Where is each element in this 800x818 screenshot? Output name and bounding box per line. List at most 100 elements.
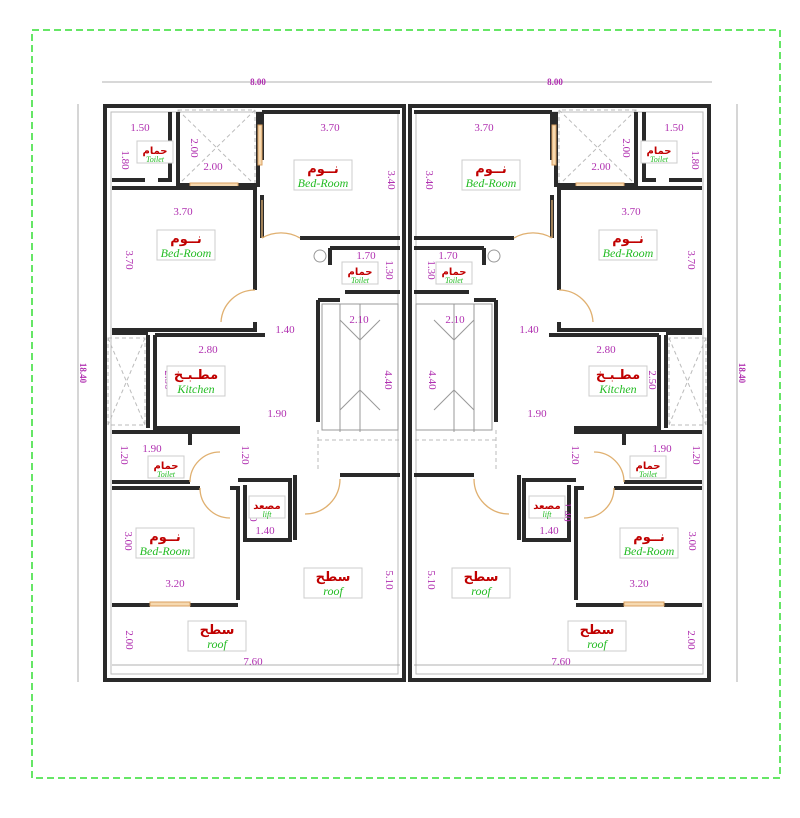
dimension-label: 2.00 [620,138,632,158]
roof-label-box [451,567,511,599]
dimension-label: 1.20 [118,445,130,465]
toilet-label-box [147,455,185,479]
toilet-arabic-label: حمام [636,461,661,472]
dimension-label: 1.40 [519,324,539,336]
dimension-label: 1.20 [239,445,251,465]
roof-english-label: roof [471,584,492,598]
overall-height-left: 18.40 [78,363,88,384]
dimension-label: 3.70 [173,206,193,218]
bedroom-arabic-label: نــوم [633,530,664,545]
bedroom-label-box [156,229,216,261]
toilet-label-box [341,261,379,285]
dimension-label: 1.30 [425,260,437,280]
roof-arabic-label: سطح [464,570,499,585]
dimension-label: 1.80 [119,150,131,170]
dimension-label: 1.90 [652,443,672,455]
dimension-label: 7.60 [551,656,571,668]
dimension-label: 1.50 [664,122,684,134]
dimension-label: 2.80 [198,344,218,356]
dimension-label: 1.90 [267,408,287,420]
bedroom-english-label: Bed-Room [466,176,517,190]
roof-english-label: roof [587,637,608,651]
toilet-english-label: Toilet [146,155,165,164]
dimension-label: 2.00 [685,630,697,650]
dimension-label: 1.70 [356,250,376,262]
dimension-label: 1.90 [527,408,547,420]
roof-label-box [187,620,247,652]
toilet-label-box [435,261,473,285]
toilet-english-label: Toilet [351,276,370,285]
kitchen-arabic-label: مطـبـخ [174,368,218,383]
toilet-label-box [640,140,678,164]
bedroom-english-label: Bed-Room [603,246,654,260]
dimension-label: 3.70 [320,122,340,134]
dimension-label: 1.40 [539,525,559,537]
dimension-label: 5.10 [425,570,437,590]
roof-arabic-label: سطح [580,623,615,638]
kitchen-label-box [166,365,226,397]
toilet-english-label: Toilet [650,155,669,164]
bedroom-arabic-label: نــوم [170,232,201,247]
toilet-english-label: Toilet [157,470,176,479]
dimension-label: 2.50 [646,370,658,390]
bedroom-english-label: Bed-Room [161,246,212,260]
overall-height-right: 18.40 [737,363,747,384]
roof-label-box [303,567,363,599]
overall-width-left: 8.00 [250,77,266,87]
bedroom-arabic-label: نــوم [612,232,643,247]
dimension-label: 2.00 [203,161,223,173]
dimension-label: 3.00 [686,531,698,551]
kitchen-arabic-label: مطـبـخ [596,368,640,383]
toilet-arabic-label: حمام [442,267,467,278]
roof-english-label: roof [207,637,228,651]
dimension-label: 3.00 [122,531,134,551]
bedroom-label-box [293,159,353,191]
bedroom-arabic-label: نــوم [149,530,180,545]
dimension-label: 2.80 [596,344,616,356]
dimension-label: 3.20 [165,578,185,590]
dimension-label: 7.60 [243,656,263,668]
dimension-label: 2.10 [349,314,369,326]
dimension-label: 1.40 [255,525,275,537]
dimension-label: 1.30 [383,260,395,280]
dimension-label: 1.50 [130,122,150,134]
bedroom-arabic-label: نــوم [475,162,506,177]
lift-english-label: lift [543,510,553,519]
dimension-label: 1.90 [142,443,162,455]
dimension-label: 3.70 [474,122,494,134]
dimension-label: 5.10 [383,570,395,590]
toilet-label-box [136,140,174,164]
dimension-label: 3.70 [123,250,135,270]
dimension-label: 1.70 [438,250,458,262]
kitchen-english-label: Kitchen [598,382,636,396]
dimension-label: 1.20 [690,445,702,465]
kitchen-label-box [588,365,648,397]
roof-arabic-label: سطح [316,570,351,585]
bedroom-english-label: Bed-Room [140,544,191,558]
lift-label-box [248,495,286,519]
dimension-label: 2.00 [591,161,611,173]
dimension-label: 2.00 [188,138,200,158]
lift-english-label: lift [263,510,273,519]
toilet-english-label: Toilet [639,470,658,479]
dimension-label: 2.00 [123,630,135,650]
roof-arabic-label: سطح [200,623,235,638]
roof-label-box [567,620,627,652]
dimension-label: 1.80 [689,150,701,170]
dimension-label: 1.20 [569,445,581,465]
roof-english-label: roof [323,584,344,598]
toilet-arabic-label: حمام [647,146,672,157]
bedroom-arabic-label: نــوم [307,162,338,177]
toilet-arabic-label: حمام [348,267,373,278]
dimension-label: 3.40 [385,170,397,190]
toilet-label-box [629,455,667,479]
overall-width-right: 8.00 [547,77,563,87]
toilet-english-label: Toilet [445,276,464,285]
kitchen-english-label: Kitchen [176,382,214,396]
bedroom-english-label: Bed-Room [298,176,349,190]
dimension-label: 3.20 [629,578,649,590]
lift-label-box [528,495,566,519]
dimension-label: 3.70 [685,250,697,270]
dimension-label: 3.40 [423,170,435,190]
